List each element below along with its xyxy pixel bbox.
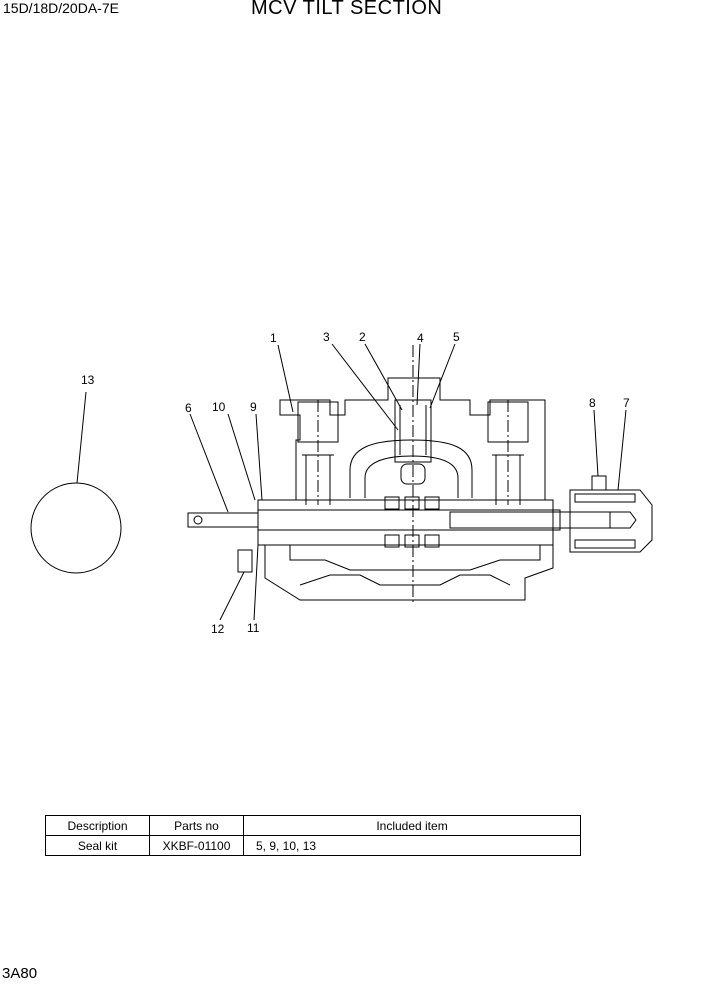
- callout-3: 3: [323, 330, 330, 344]
- cell-parts-no: XKBF-01100: [149, 835, 244, 856]
- column-header-description: Description: [45, 815, 150, 836]
- column-header-parts-no: Parts no: [149, 815, 244, 836]
- table-header-row: Description Parts no Included item: [45, 815, 581, 836]
- callout-12: 12: [211, 622, 225, 636]
- callout-1: 1: [270, 331, 277, 345]
- callout-11: 11: [247, 621, 260, 635]
- central-passage: [349, 439, 473, 498]
- table-row: Seal kit XKBF-01100 5, 9, 10, 13: [45, 835, 581, 856]
- cell-included-item: 5, 9, 10, 13: [243, 835, 581, 856]
- callout-6: 6: [185, 401, 192, 415]
- callout-9: 9: [250, 400, 257, 414]
- cell-description: Seal kit: [45, 835, 150, 856]
- column-header-included-item: Included item: [243, 815, 581, 836]
- callout-13: 13: [81, 373, 95, 387]
- callout-8: 8: [589, 396, 596, 410]
- screw-8: [591, 475, 607, 491]
- o-ring-13: [30, 482, 122, 574]
- page-number: 3A80: [2, 965, 38, 982]
- callout-4: 4: [417, 331, 424, 345]
- page-title: MCV TILT SECTION: [251, 0, 443, 19]
- screw-12: [237, 549, 253, 573]
- callout-10: 10: [212, 400, 226, 414]
- callout-7: 7: [623, 396, 630, 410]
- callout-2: 2: [359, 330, 366, 344]
- spool-rod: [187, 509, 561, 531]
- seal-kit-table: Description Parts no Included item Seal …: [45, 815, 581, 856]
- spring-cap: [569, 489, 653, 553]
- valve-body: [257, 377, 554, 601]
- callout-5: 5: [453, 330, 460, 344]
- model-code: 15D/18D/20DA-7E: [3, 0, 119, 16]
